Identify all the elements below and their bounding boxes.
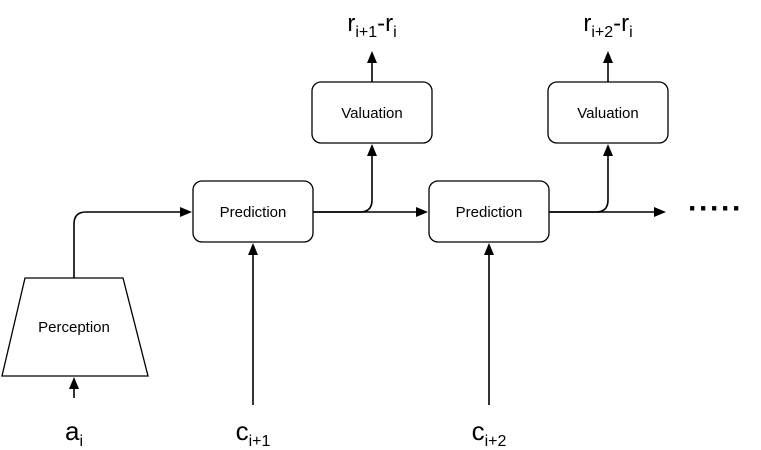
perception-node: Perception: [1, 277, 149, 377]
edge-valuation-1-to-output: [367, 51, 377, 82]
prediction-node-1: Prediction: [192, 180, 314, 243]
output-label-r1: ri+1-ri: [347, 10, 396, 41]
edge-c2-to-prediction-2: [484, 243, 494, 405]
perception-label: Perception: [38, 319, 110, 336]
prediction-node-2: Prediction: [428, 180, 550, 243]
valuation-node-1: Valuation: [311, 81, 433, 144]
input-label-c2: ci+2: [472, 416, 507, 450]
valuation-label-1: Valuation: [341, 105, 402, 122]
output-label-r2: ri+2-ri: [583, 10, 632, 41]
edge-a-to-perception: [69, 377, 79, 398]
continuation-dots: ·····: [688, 192, 743, 225]
edge-perception-to-prediction-1: [73, 207, 192, 278]
edge-prediction-2-to-valuation-2: [549, 144, 613, 213]
prediction-label-2: Prediction: [456, 204, 523, 221]
input-label-a: ai: [65, 416, 83, 450]
valuation-label-2: Valuation: [577, 105, 638, 122]
edge-c1-to-prediction-1: [248, 243, 258, 405]
prediction-label-1: Prediction: [220, 204, 287, 221]
valuation-node-2: Valuation: [547, 81, 669, 144]
input-label-c1: ci+1: [236, 416, 271, 450]
edge-valuation-2-to-output: [603, 51, 613, 82]
edge-prediction-1-to-valuation-1: [313, 144, 377, 213]
